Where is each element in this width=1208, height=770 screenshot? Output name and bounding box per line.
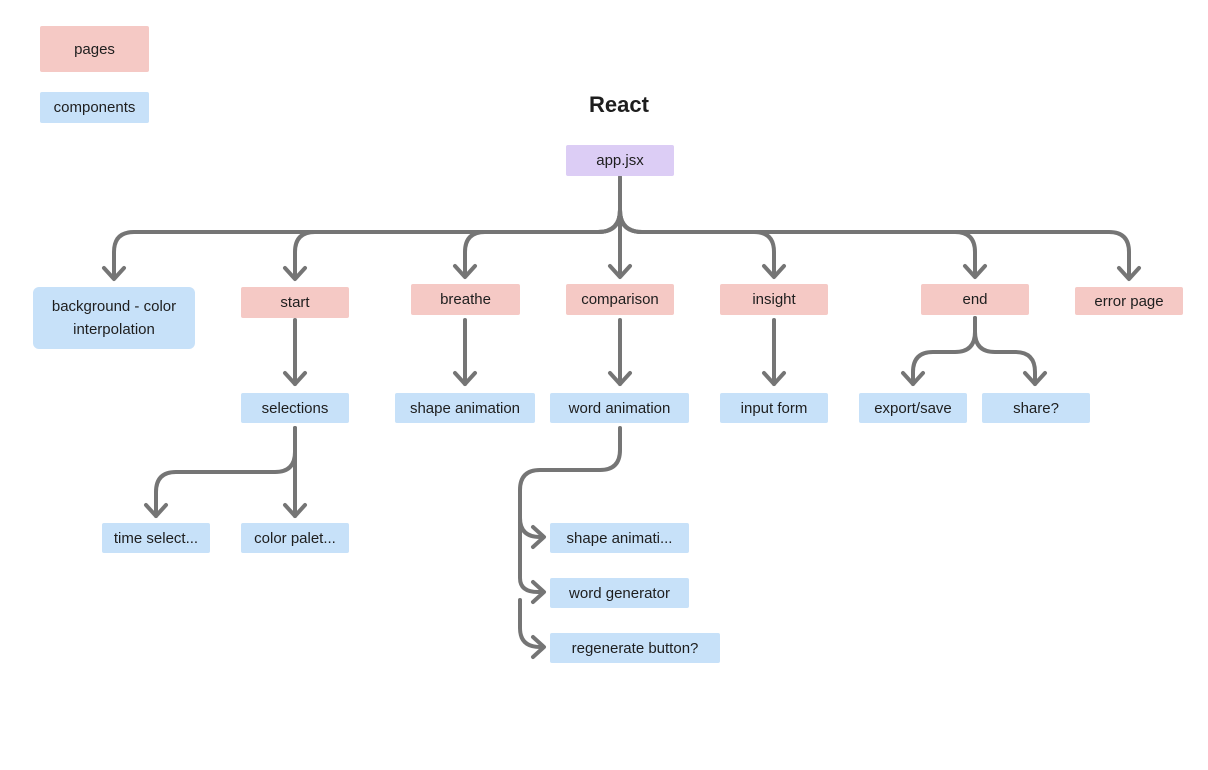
arrow-error: [1117, 266, 1141, 281]
node-input-form: input form: [720, 393, 828, 423]
node-start: start: [241, 287, 349, 318]
arrow-background: [102, 266, 126, 281]
node-background: background - color interpolation: [33, 287, 195, 349]
node-app-jsx: app.jsx: [566, 145, 674, 176]
node-regenerate-button: regenerate button?: [550, 633, 720, 663]
arrow-breathe: [453, 264, 477, 279]
arrow-shape: [453, 371, 477, 386]
arrow-share: [1023, 371, 1047, 386]
arrow-color: [283, 503, 307, 518]
legend-pages: pages: [40, 26, 149, 72]
edge-root-breathe: [463, 208, 622, 278]
node-error-page: error page: [1075, 287, 1183, 315]
arrow-shape-animati: [531, 525, 546, 549]
edge-root-insight: [618, 208, 776, 278]
arrow-word-generator: [531, 580, 546, 604]
node-insight: insight: [720, 284, 828, 315]
edge-word-regenerate: [518, 598, 543, 649]
edge-root-background: [112, 208, 622, 280]
diagram-title: React: [589, 92, 649, 117]
node-comparison: comparison: [566, 284, 674, 315]
node-color-palette: color palet...: [241, 523, 349, 553]
node-shape-animation-2: shape animati...: [550, 523, 689, 553]
edge-word-shape: [518, 516, 543, 539]
node-word-animation: word animation: [550, 393, 689, 423]
arrow-insight: [762, 264, 786, 279]
arrow-end: [963, 264, 987, 279]
edge-selections-time: [154, 426, 297, 518]
node-breathe: breathe: [411, 284, 520, 315]
node-word-generator: word generator: [550, 578, 689, 608]
arrow-selections: [283, 371, 307, 386]
edge-word-branch: [518, 426, 622, 594]
arrow-input: [762, 371, 786, 386]
arrow-time: [144, 503, 168, 518]
arrow-regenerate: [531, 635, 546, 659]
node-share: share?: [982, 393, 1090, 423]
edge-end-share: [973, 316, 1037, 386]
node-export-save: export/save: [859, 393, 967, 423]
edge-root-error: [618, 208, 1131, 280]
arrow-comparison: [608, 264, 632, 279]
edge-root-end: [618, 208, 977, 278]
node-shape-animation: shape animation: [395, 393, 535, 423]
legend-components: components: [40, 92, 149, 123]
arrow-export: [901, 371, 925, 386]
node-end: end: [921, 284, 1029, 315]
node-selections: selections: [241, 393, 349, 423]
arrow-word: [608, 371, 632, 386]
edge-end-export: [911, 316, 977, 386]
node-time-select: time select...: [102, 523, 210, 553]
arrow-start: [283, 266, 307, 281]
